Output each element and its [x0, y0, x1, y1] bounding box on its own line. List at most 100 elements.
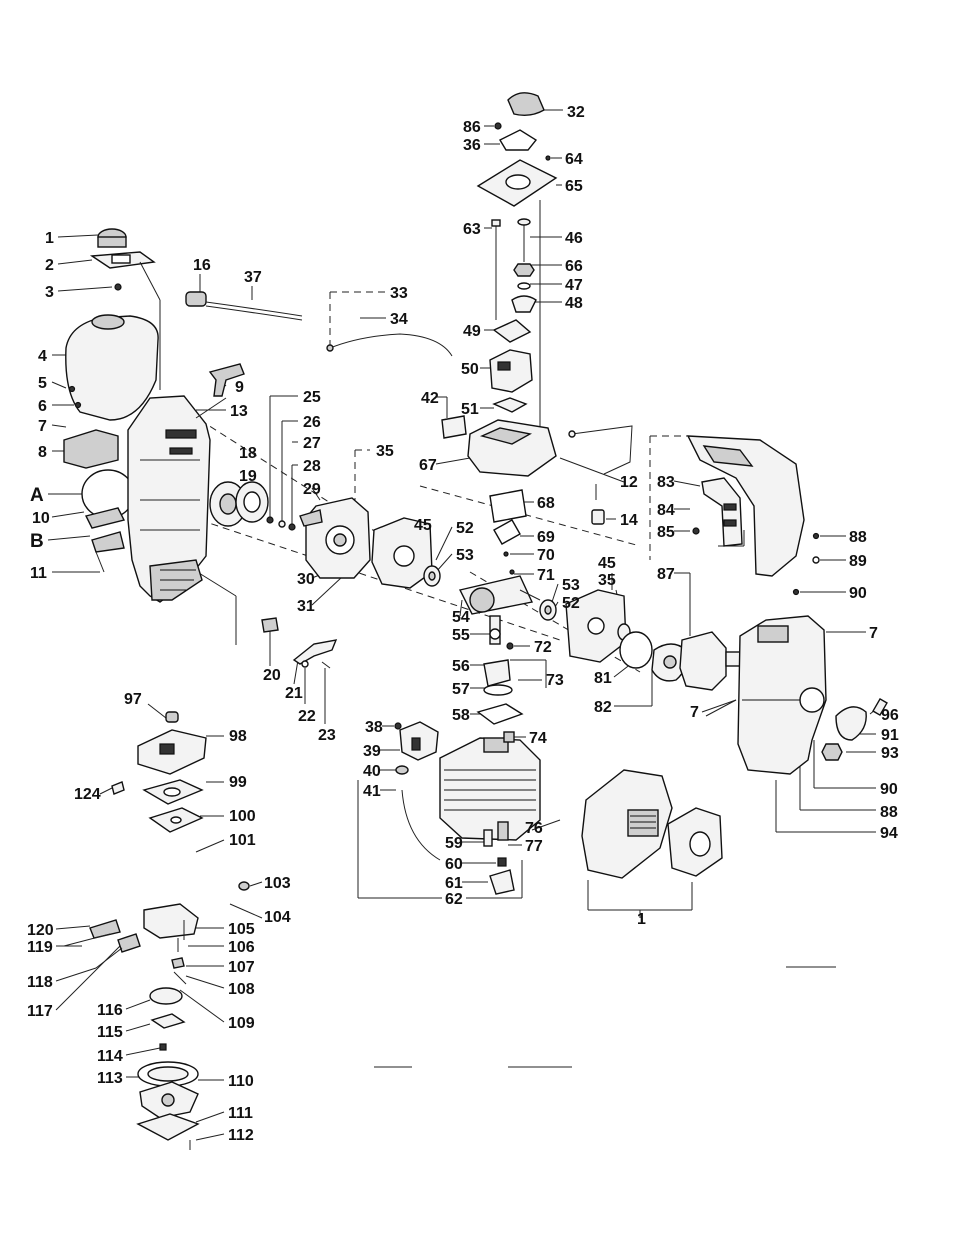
callout-label-10: 10 [32, 510, 50, 527]
callout-label-76: 76 [525, 820, 543, 837]
callout-label-93: 93 [881, 745, 899, 762]
callout-label-46: 46 [565, 230, 583, 247]
callout-label-30: 30 [297, 571, 315, 588]
callout-label-115: 115 [97, 1024, 123, 1041]
callout-label-45: 45 [598, 555, 616, 572]
callout-label-63: 63 [463, 221, 481, 238]
callout-label-105: 105 [228, 921, 255, 938]
callout-label-27: 27 [303, 435, 321, 452]
callout-label-74: 74 [529, 730, 547, 747]
part-16-filter [185, 291, 207, 307]
callout-label-59: 59 [445, 835, 463, 852]
callout-label-58: 58 [452, 707, 470, 724]
callout-label-26: 26 [303, 414, 321, 431]
callout-label-68: 68 [537, 495, 555, 512]
callout-label-37: 37 [244, 269, 262, 286]
callout-label-B: B [30, 531, 44, 552]
callout-label-35: 35 [598, 572, 616, 589]
callout-label-45: 45 [414, 517, 432, 534]
callout-label-119: 119 [27, 939, 53, 956]
callout-label-19: 19 [239, 468, 257, 485]
callout-label-71: 71 [537, 567, 555, 584]
callout-label-11: 11 [30, 565, 47, 582]
callout-label-49: 49 [463, 323, 481, 340]
callout-label-23: 23 [318, 727, 336, 744]
callout-label-48: 48 [565, 295, 583, 312]
callout-label-54: 54 [452, 609, 470, 626]
callout-label-60: 60 [445, 856, 463, 873]
callout-label-112: 112 [228, 1127, 254, 1144]
callout-label-66: 66 [565, 258, 583, 275]
part-muffler [581, 769, 673, 879]
callout-label-25: 25 [303, 389, 321, 406]
callout-label-118: 118 [27, 974, 53, 991]
callout-label-100: 100 [229, 808, 256, 825]
callout-label-53: 53 [456, 547, 474, 564]
callout-label-33: 33 [390, 285, 408, 302]
callout-label-116: 116 [97, 1002, 123, 1019]
callout-label-51: 51 [461, 401, 479, 418]
center-engine-assembly [371, 92, 723, 895]
callout-label-16: 16 [193, 257, 211, 274]
callout-label-88: 88 [849, 529, 867, 546]
part-94-gearbox [737, 615, 827, 775]
callout-label-42: 42 [421, 390, 439, 407]
callout-label-22: 22 [298, 708, 316, 725]
callout-label-104: 104 [264, 909, 291, 926]
part-87-drum [679, 631, 727, 691]
callout-label-98: 98 [229, 728, 247, 745]
callout-label-103: 103 [264, 875, 291, 892]
part-20-nut [261, 617, 279, 633]
part-1-cap-body [97, 236, 127, 248]
callout-label-90: 90 [849, 585, 867, 602]
part-67-airbox [467, 419, 557, 477]
callout-label-65: 65 [565, 178, 583, 195]
callout-label-69: 69 [537, 529, 555, 546]
callout-label-70: 70 [537, 547, 555, 564]
callout-label-67: 67 [419, 457, 437, 474]
callout-label-36: 36 [463, 137, 481, 154]
callout-label-53: 53 [562, 577, 580, 594]
callout-label-64: 64 [565, 151, 583, 168]
callout-label-111: 111 [228, 1105, 253, 1122]
part-32-cap [507, 92, 545, 117]
callout-label-20: 20 [263, 667, 281, 684]
callout-label-117: 117 [27, 1003, 53, 1020]
callout-label-86: 86 [463, 119, 481, 136]
callout-label-29: 29 [303, 481, 321, 498]
callout-label-5: 5 [38, 375, 47, 392]
part-56-piston [483, 659, 511, 687]
callout-label-124: 124 [74, 786, 101, 803]
callout-label-82: 82 [594, 699, 612, 716]
left-handle-assembly [63, 228, 453, 669]
callout-label-89: 89 [849, 553, 867, 570]
callout-label-88: 88 [880, 804, 898, 821]
callout-label-12: 12 [620, 474, 638, 491]
callout-label-108: 108 [228, 981, 255, 998]
callout-label-84: 84 [657, 502, 675, 519]
callout-label-57: 57 [452, 681, 470, 698]
callout-label-61: 61 [445, 875, 463, 892]
part-carb-body-lower [143, 903, 199, 939]
part-9-handle [208, 363, 245, 397]
callout-label-109: 109 [228, 1015, 255, 1032]
callout-label-90: 90 [880, 781, 898, 798]
callout-label-9: 9 [235, 379, 244, 396]
callout-label-50: 50 [461, 361, 479, 378]
callout-label-62: 62 [445, 891, 463, 908]
callout-label-7: 7 [869, 625, 878, 642]
right-clutch-assembly [619, 435, 888, 775]
callout-label-110: 110 [228, 1073, 254, 1090]
part-61-plug-boot [489, 869, 515, 895]
callout-label-52: 52 [562, 595, 580, 612]
callout-label-47: 47 [565, 277, 583, 294]
callout-labels: 12345678A10B1116379131819252627282935303… [27, 104, 899, 1144]
callout-label-7: 7 [690, 704, 699, 721]
callout-label-106: 106 [228, 939, 255, 956]
callout-label-41: 41 [363, 783, 381, 800]
callout-label-81: 81 [594, 670, 612, 687]
callout-label-18: 18 [239, 445, 257, 462]
callout-label-96: 96 [881, 707, 899, 724]
